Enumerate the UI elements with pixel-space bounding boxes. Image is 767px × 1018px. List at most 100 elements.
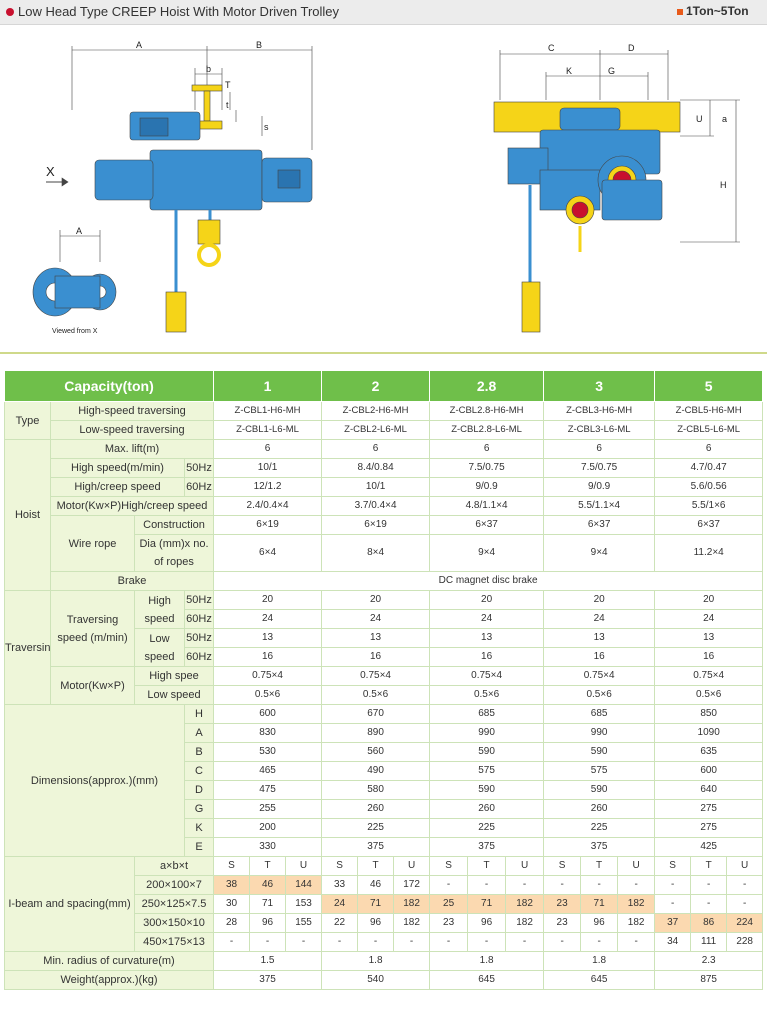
dim-d-5: 640 xyxy=(654,780,764,800)
dim-b-2: 560 xyxy=(321,742,431,762)
weight-1: 375 xyxy=(213,970,323,990)
side-view-labels: A B b T t s X A Viewed from X xyxy=(46,40,269,335)
radius-5: 2.3 xyxy=(654,951,764,971)
ibeam-cell: 153 xyxy=(285,894,323,914)
t-header: T xyxy=(690,856,728,876)
dim-h-3: 685 xyxy=(543,704,656,724)
dim-e-5: 425 xyxy=(654,837,764,857)
weight-5: 875 xyxy=(654,970,764,990)
front-view-labels: C D K G U a H xyxy=(548,43,727,190)
dim-c-2: 490 xyxy=(321,761,431,781)
hs60-3: 9/0.9 xyxy=(543,477,656,497)
ibeam-cell: 33 xyxy=(321,875,359,895)
hs50-5: 4.7/0.47 xyxy=(654,458,764,478)
dim-g-2-8: 260 xyxy=(429,799,545,819)
dim-e-3: 375 xyxy=(543,837,656,857)
trav-h50-5: 20 xyxy=(654,590,764,610)
s-header: S xyxy=(429,856,469,876)
ibeam-cell: - xyxy=(249,932,287,952)
ibeam-cell: - xyxy=(505,932,545,952)
viewed-from-x-label: Viewed from X xyxy=(52,328,98,335)
dim-a2-label: A xyxy=(76,226,82,236)
dim-d-1: 475 xyxy=(213,780,323,800)
dim-key-c: C xyxy=(183,761,215,781)
type-high-2-8: Z-CBL2.8-H6-MH xyxy=(429,401,545,421)
ibeam-cell: 182 xyxy=(617,913,656,933)
trav-l50-row: Low speed 50Hz 13 13 13 13 13 xyxy=(5,628,764,667)
hoist-speed-60-row: High/creep speed 60Hz 12/1.2 10/1 9/0.9 … xyxy=(5,477,764,497)
ibeam-cell: 23 xyxy=(543,894,582,914)
hoist-drawing: A B b T t s X A Viewed from X C D K G xyxy=(32,40,740,335)
constr-1: 6×19 xyxy=(213,515,323,535)
ibeam-cell: - xyxy=(357,932,395,952)
dia-label: Dia (mm)x no. of ropes xyxy=(133,534,215,572)
hs50-2: 8.4/0.84 xyxy=(321,458,431,478)
trav-h60-2-8: 24 xyxy=(429,609,545,629)
trav-l50-2: 13 xyxy=(321,628,431,648)
dim-h-label: H xyxy=(720,180,727,190)
dia-3: 9×4 xyxy=(543,534,656,572)
hz50-label: 50Hz xyxy=(183,458,215,478)
trav-l60-5: 16 xyxy=(654,647,764,667)
ibeam-cell: - xyxy=(617,875,656,895)
trav-ml-2-8: 0.5×6 xyxy=(429,685,545,705)
dim-key-e: E xyxy=(183,837,215,857)
front-view xyxy=(493,50,740,333)
trav-low-hz60-label: 60Hz xyxy=(183,647,215,667)
hs60-2-8: 9/0.9 xyxy=(429,477,545,497)
ibeam-cell: 71 xyxy=(249,894,287,914)
ibeam-cell: 25 xyxy=(429,894,469,914)
dim-d-2-8: 590 xyxy=(429,780,545,800)
trav-h60-2: 24 xyxy=(321,609,431,629)
hoist-motor-2: 3.7/0.4×4 xyxy=(321,496,431,516)
dim-a-3: 990 xyxy=(543,723,656,743)
dim-g-5: 275 xyxy=(654,799,764,819)
brake-value: DC magnet disc brake xyxy=(213,571,764,591)
dim-a-small-label: a xyxy=(722,114,727,124)
ibeam-cell: - xyxy=(213,932,251,952)
dim-b-5: 635 xyxy=(654,742,764,762)
dim-e-2-8: 375 xyxy=(429,837,545,857)
square-icon xyxy=(677,9,683,15)
radius-2-8: 1.8 xyxy=(429,951,545,971)
construction-label: Construction xyxy=(133,515,215,535)
ibeam-cell: - xyxy=(690,875,728,895)
ibeam-cell: 182 xyxy=(505,894,545,914)
capacity-2-8: 2.8 xyxy=(429,370,545,402)
radius-label: Min. radius of curvature(m) xyxy=(3,951,215,971)
dia-2: 8×4 xyxy=(321,534,431,572)
trav-mh-2: 0.75×4 xyxy=(321,666,431,686)
ibeam-cell: 30 xyxy=(213,894,251,914)
capacity-3: 3 xyxy=(543,370,656,402)
type-high-row: Type High-speed traversing Z-CBL1-H6-MH … xyxy=(4,401,764,440)
ibeam-cell: - xyxy=(543,932,582,952)
trav-h50-1: 20 xyxy=(213,590,323,610)
max-lift-1: 6 xyxy=(213,439,323,459)
dia-2-8: 9×4 xyxy=(429,534,545,572)
trav-h50-2: 20 xyxy=(321,590,431,610)
capacity-header-row: Capacity(ton) 1 2 2.8 3 5 xyxy=(3,370,764,402)
ibeam-cell: 23 xyxy=(429,913,469,933)
type-low-1: Z-CBL1-L6-ML xyxy=(213,420,323,440)
wire-construction-row: Wire rope Construction 6×19 6×19 6×37 6×… xyxy=(5,515,764,572)
dim-c-2-8: 575 xyxy=(429,761,545,781)
t-header: T xyxy=(467,856,507,876)
dim-row-e: E 330 375 375 375 425 xyxy=(5,837,764,857)
dim-h-2-8: 685 xyxy=(429,704,545,724)
ibeam-cell: - xyxy=(580,875,619,895)
dim-c-label: C xyxy=(548,43,555,53)
capacity-2: 2 xyxy=(321,370,431,402)
trav-h50-row: Traversing Traversing speed (m/min) High… xyxy=(4,590,764,705)
constr-2: 6×19 xyxy=(321,515,431,535)
hoist-speed-50-row: High speed(m/min) 50Hz 10/1 8.4/0.84 7.5… xyxy=(5,458,764,478)
type-low-2-8: Z-CBL2.8-L6-ML xyxy=(429,420,545,440)
trav-hz50-label: 50Hz xyxy=(183,590,215,610)
trav-mh-3: 0.75×4 xyxy=(543,666,656,686)
dim-g-1: 255 xyxy=(213,799,323,819)
trav-ml-3: 0.5×6 xyxy=(543,685,656,705)
trav-l60-row: 60Hz 16 16 16 16 16 xyxy=(5,647,764,667)
dia-5: 11.2×4 xyxy=(654,534,764,572)
hoist-motor-row: Motor(Kw×P)High/creep speed 2.4/0.4×4 3.… xyxy=(5,496,764,516)
ibeam-cell: 96 xyxy=(580,913,619,933)
ibeam-cell: - xyxy=(654,894,692,914)
